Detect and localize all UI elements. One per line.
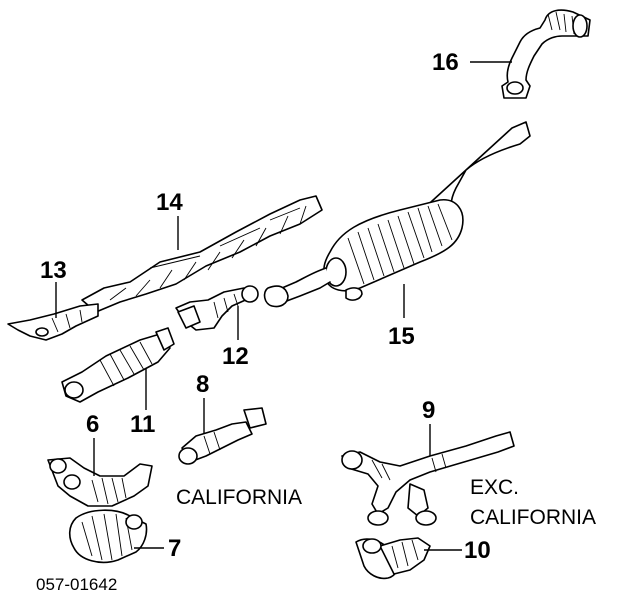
callout-7: 7 (168, 535, 181, 562)
callout-13: 13 (40, 257, 67, 284)
part-8-pipe-california (178, 407, 267, 465)
note-exc-line2: CALIFORNIA (470, 506, 596, 529)
callout-14: 14 (156, 189, 183, 216)
diagram-code: 057-01642 (36, 575, 117, 594)
part-11-catalytic-converter (61, 327, 175, 403)
callout-15: 15 (388, 323, 415, 350)
callout-12: 12 (222, 343, 249, 370)
part-9-y-pipe (341, 431, 515, 526)
callout-6: 6 (86, 411, 99, 438)
part-13-heat-insulator-front (7, 303, 99, 341)
part-14-heat-insulator (81, 195, 323, 313)
callout-9: 9 (422, 397, 435, 424)
callout-8: 8 (196, 371, 209, 398)
part-10-front-exhaust-pipe (355, 537, 431, 580)
part-6-exhaust-manifold (47, 457, 153, 507)
leader-lines (55, 61, 512, 551)
part-15-muffler (263, 121, 531, 308)
callout-11: 11 (130, 411, 155, 438)
part-7-manifold-catalyst (68, 509, 148, 564)
note-exc-line1: EXC. (470, 476, 519, 499)
note-california: CALIFORNIA (176, 486, 302, 509)
part-16-tail-pipe (501, 9, 591, 99)
callout-16: 16 (432, 49, 459, 76)
part-12-front-pipe (175, 285, 259, 331)
callout-10: 10 (464, 537, 491, 564)
